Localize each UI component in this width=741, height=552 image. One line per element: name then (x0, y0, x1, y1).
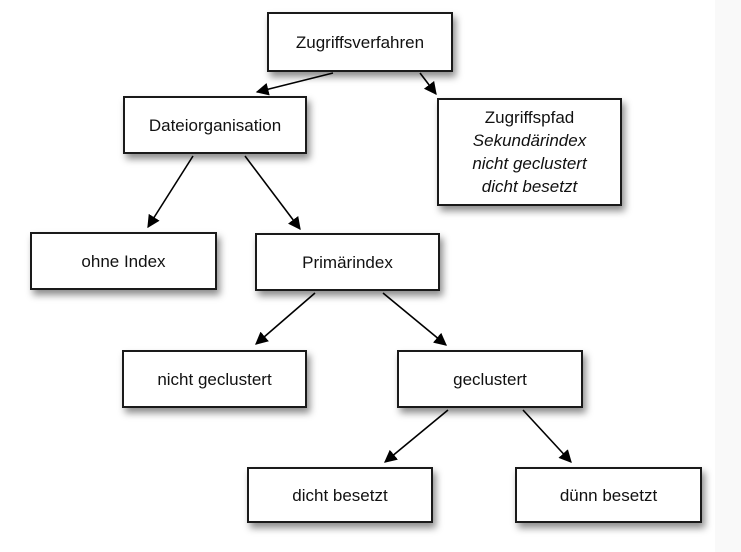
node-label: nicht geclustert (157, 369, 272, 389)
edge-geclustert-to-dicht_besetzt (384, 409, 449, 463)
edge-dateiorganisation-to-primaerindex (244, 155, 301, 231)
node-label: geclustert (453, 369, 527, 389)
edge-root-to-zugriffspfad (419, 72, 437, 96)
edge-geclustert-to-duenn_besetzt (522, 409, 572, 463)
node-label: Primärindex (302, 252, 393, 272)
node-label: dünn besetzt (559, 485, 658, 505)
edge-dateiorganisation-to-ohne_index (147, 155, 194, 229)
node-label-line1: Zugriffspfad (484, 108, 575, 127)
node-primaerindex: Primärindex (255, 233, 440, 291)
node-duenn-besetzt: dünn besetzt (515, 467, 702, 523)
node-geclustert: geclustert (397, 350, 583, 408)
node-label-line2: Sekundärindex (472, 131, 587, 150)
edge-primaerindex-to-geclustert (382, 292, 447, 346)
node-label: ohne Index (81, 251, 166, 271)
node-label-line3: nicht geclustert (472, 154, 587, 173)
node-zugriffspfad: Zugriffspfad Sekundärindex nicht geclust… (437, 98, 622, 206)
node-dateiorganisation: Dateiorganisation (123, 96, 307, 154)
edge-root-to-dateiorganisation (255, 72, 334, 96)
edge-primaerindex-to-nicht_geclustert (255, 292, 316, 345)
node-dicht-besetzt: dicht besetzt (247, 467, 433, 523)
node-ohne-index: ohne Index (30, 232, 217, 290)
node-label-line4: dicht besetzt (481, 177, 578, 196)
page-right-margin (715, 0, 741, 552)
node-label: Zugriffsverfahren (295, 32, 425, 52)
node-label: Dateiorganisation (148, 115, 282, 135)
node-label: dicht besetzt (292, 485, 388, 505)
node-nicht-geclustert: nicht geclustert (122, 350, 307, 408)
node-zugriffsverfahren: Zugriffsverfahren (267, 12, 453, 72)
